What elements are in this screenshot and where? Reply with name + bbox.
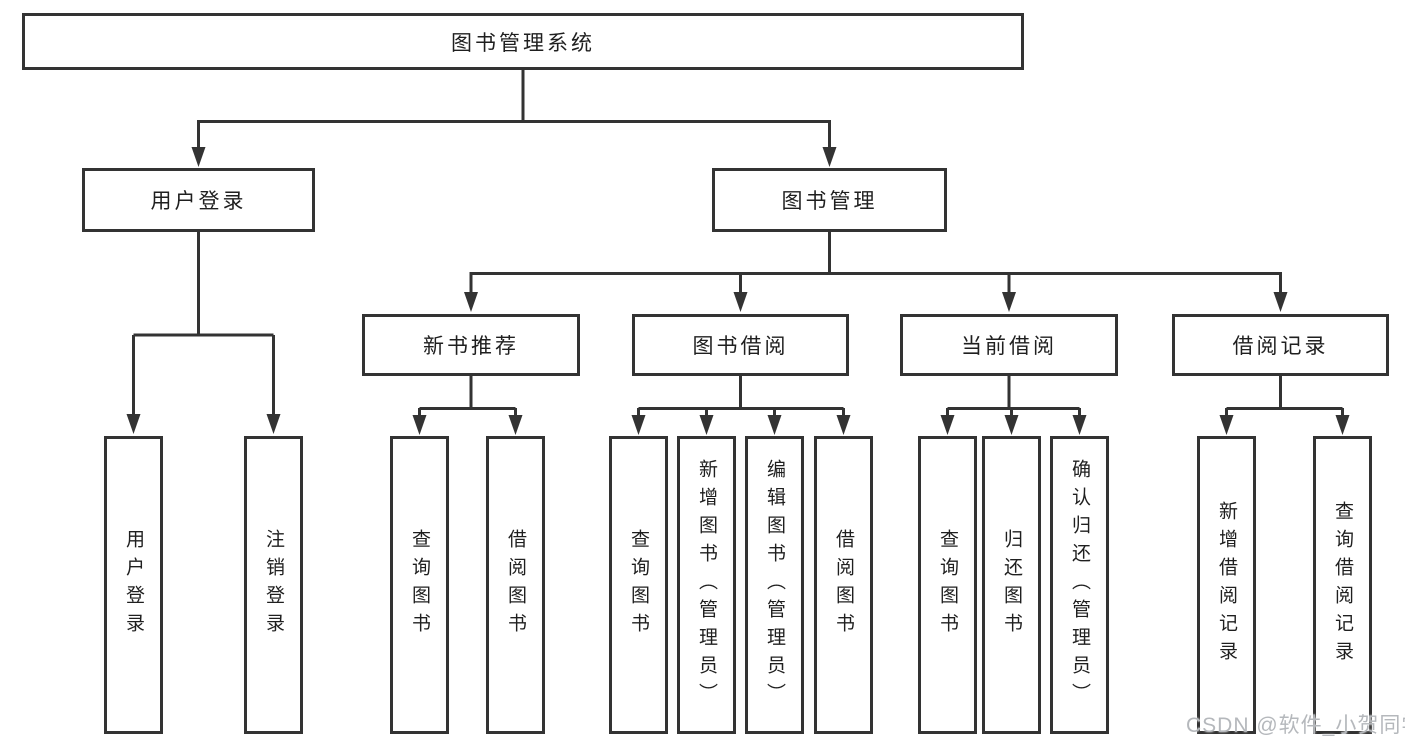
leaf-newrec-borrow-books: 借阅图书 bbox=[486, 436, 545, 734]
connector-user-login-children bbox=[126, 232, 281, 434]
leaf-edit-books-admin-label: 编辑图书（管理员） bbox=[764, 459, 785, 711]
node-user-login: 用户登录 bbox=[82, 168, 315, 232]
leaf-add-books-admin-label: 新增图书（管理员） bbox=[696, 459, 717, 711]
leaf-return-books-label: 归还图书 bbox=[1001, 529, 1022, 641]
connector-book-borrow-children bbox=[631, 376, 851, 435]
node-new-book-recommend: 新书推荐 bbox=[362, 314, 580, 376]
connector-book-mgmt-to-level3 bbox=[464, 232, 1288, 312]
leaf-add-borrow-record-label: 新增借阅记录 bbox=[1216, 501, 1237, 669]
leaf-newrec-query-books: 查询图书 bbox=[390, 436, 449, 734]
leaf-edit-books-admin: 编辑图书（管理员） bbox=[745, 436, 804, 734]
leaf-confirm-return-admin-label: 确认归还（管理员） bbox=[1069, 459, 1090, 711]
connector-records-children bbox=[1219, 376, 1350, 435]
node-new-book-recommend-label: 新书推荐 bbox=[423, 335, 519, 358]
leaf-add-borrow-record: 新增借阅记录 bbox=[1197, 436, 1256, 734]
node-root-label: 图书管理系统 bbox=[451, 31, 595, 55]
node-borrowing-records: 借阅记录 bbox=[1172, 314, 1389, 376]
node-user-login-label: 用户登录 bbox=[150, 190, 247, 213]
leaf-confirm-return-admin: 确认归还（管理员） bbox=[1050, 436, 1109, 734]
leaf-borrowsec-query-books: 查询图书 bbox=[609, 436, 668, 734]
leaf-query-borrow-record-label: 查询借阅记录 bbox=[1332, 501, 1353, 669]
leaf-newrec-borrow-books-label: 借阅图书 bbox=[505, 529, 526, 641]
node-book-borrowing: 图书借阅 bbox=[632, 314, 849, 376]
leaf-logout-login: 注销登录 bbox=[244, 436, 303, 734]
connector-new-book-children bbox=[412, 376, 523, 435]
leaf-add-books-admin: 新增图书（管理员） bbox=[677, 436, 736, 734]
leaf-return-books: 归还图书 bbox=[982, 436, 1041, 734]
node-borrowing-records-label: 借阅记录 bbox=[1232, 335, 1329, 358]
connector-root-to-level2 bbox=[191, 70, 837, 167]
leaf-current-query-books-label: 查询图书 bbox=[937, 529, 958, 641]
leaf-newrec-query-books-label: 查询图书 bbox=[409, 529, 430, 641]
leaf-current-query-books: 查询图书 bbox=[918, 436, 977, 734]
node-book-management: 图书管理 bbox=[712, 168, 947, 232]
node-book-borrowing-label: 图书借阅 bbox=[692, 335, 789, 358]
node-current-borrowing: 当前借阅 bbox=[900, 314, 1118, 376]
node-current-borrowing-label: 当前借阅 bbox=[961, 335, 1057, 358]
leaf-user-login-label: 用户登录 bbox=[123, 529, 144, 641]
leaf-user-login: 用户登录 bbox=[104, 436, 163, 734]
leaf-borrow-books-label: 借阅图书 bbox=[833, 529, 854, 641]
watermark: CSDN @软件_小贺同学 bbox=[1186, 714, 1405, 737]
leaf-borrow-books: 借阅图书 bbox=[814, 436, 873, 734]
connector-current-borrow-children bbox=[940, 376, 1087, 435]
leaf-borrowsec-query-books-label: 查询图书 bbox=[628, 529, 649, 641]
node-book-management-label: 图书管理 bbox=[781, 190, 878, 213]
node-root: 图书管理系统 bbox=[22, 13, 1024, 70]
leaf-query-borrow-record: 查询借阅记录 bbox=[1313, 436, 1372, 734]
leaf-logout-login-label: 注销登录 bbox=[263, 529, 284, 641]
